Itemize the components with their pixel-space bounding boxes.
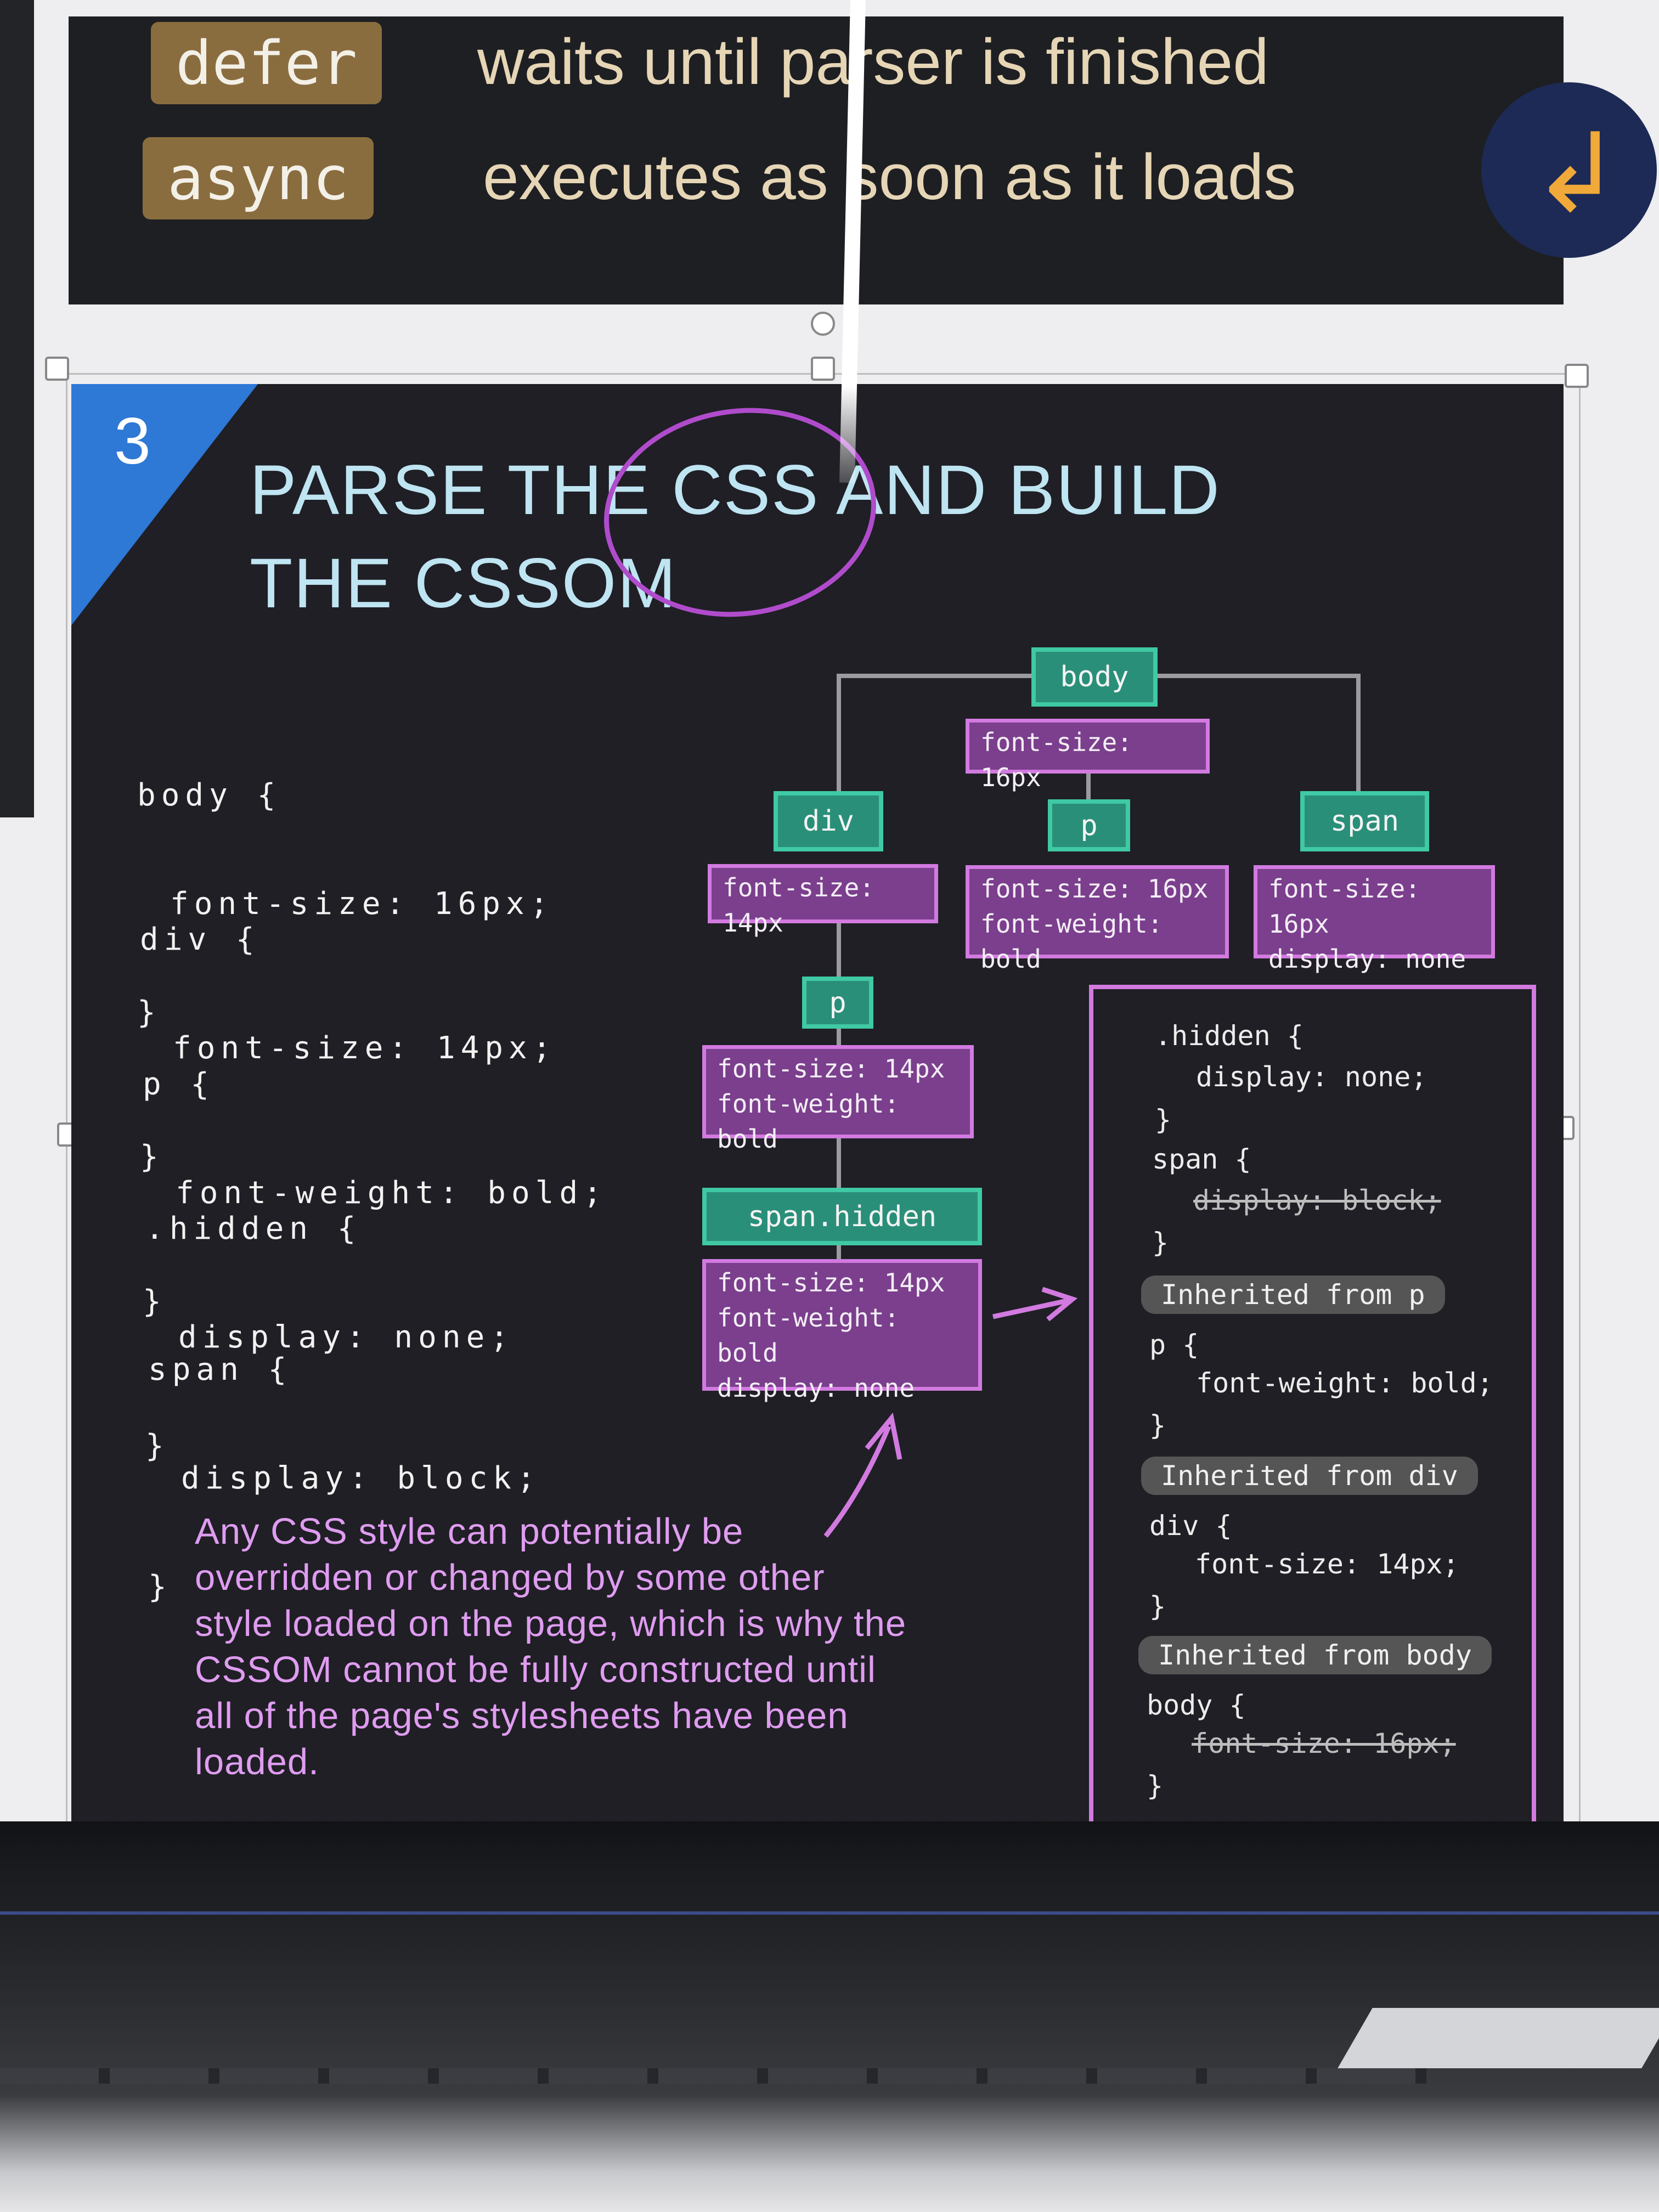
panel-body-rule: body { — [1147, 1689, 1246, 1721]
note-line: overridden or changed by some other — [195, 1557, 825, 1598]
tree-connector — [837, 922, 841, 977]
tree-node-p-child: p — [802, 977, 873, 1029]
code-selector: body { — [137, 777, 281, 813]
prop-line: display: none — [1268, 944, 1466, 974]
cssom-note-paragraph: Any CSS style can potentially be overrid… — [195, 1509, 906, 1785]
assistant-avatar-button[interactable] — [1481, 82, 1657, 258]
prop-line: font-size: 14px — [723, 873, 874, 938]
slide-title-line2: THE CSSOM — [250, 544, 677, 623]
css-code-div: div { font-size: 14px; } — [140, 849, 556, 1211]
arrow-up-icon — [823, 1425, 891, 1538]
tree-props-p: font-size: 16px font-weight: bold — [966, 865, 1229, 974]
tree-node-span: span — [1300, 791, 1429, 851]
code-close: } — [145, 1428, 170, 1464]
code-declaration: display: none; — [178, 1319, 515, 1355]
note-line: Any CSS style can potentially be — [195, 1511, 744, 1552]
note-line: CSSOM cannot be fully constructed until — [195, 1649, 876, 1690]
arrows-annotation — [823, 1286, 1078, 1538]
panel-body-decl-overridden: font-size: 16px; — [1192, 1728, 1456, 1759]
defer-keyword-tag: defer — [151, 22, 382, 104]
prop-line: font-size: 14px — [717, 1054, 945, 1084]
code-declaration: font-size: 14px; — [173, 1030, 557, 1066]
slide-number: 3 — [114, 404, 151, 478]
tree-connector — [837, 674, 841, 800]
tree-props-div: font-size: 14px — [708, 864, 938, 938]
code-declaration: font-size: 16px; — [170, 886, 554, 922]
panel-p-rule: p { — [1149, 1329, 1199, 1361]
note-line: loaded. — [195, 1741, 319, 1782]
panel-close: } — [1155, 1104, 1172, 1136]
code-close: } — [137, 995, 161, 1030]
screen-edge-line — [0, 1911, 1659, 1915]
panel-div-decl: font-size: 14px; — [1195, 1548, 1459, 1580]
prop-line: font-size: 16px — [980, 727, 1132, 792]
panel-close: } — [1152, 1227, 1169, 1259]
prop-line: font-size: 16px — [1268, 874, 1420, 939]
code-selector: span { — [148, 1352, 292, 1387]
arrow-up-head-icon — [865, 1412, 902, 1460]
async-description: executes as soon as it loads — [483, 141, 1296, 213]
prop-line: font-size: 14px — [717, 1268, 945, 1297]
left-window-edge — [0, 0, 34, 817]
inherited-from-div-badge: Inherited from div — [1141, 1457, 1478, 1495]
tree-connector — [1356, 674, 1361, 800]
panel-close: } — [1147, 1770, 1164, 1802]
code-selector: div { — [140, 922, 260, 957]
note-line: style loaded on the page, which is why t… — [195, 1603, 907, 1644]
laptop-hinge — [0, 2068, 1426, 2084]
panel-close: } — [1149, 1590, 1166, 1622]
laptop-hinge-corner — [1338, 2008, 1659, 2068]
tree-node-div: div — [774, 791, 883, 851]
prop-line: font-weight: bold — [980, 909, 1163, 974]
prop-line: font-size: 16px — [980, 874, 1209, 904]
code-selector: p { — [143, 1066, 215, 1102]
hook-arrow-icon: ↲ — [1531, 110, 1623, 238]
tree-props-span-hidden: font-size: 14px font-weight: bold displa… — [702, 1259, 982, 1403]
panel-p-decl: font-weight: bold; — [1196, 1367, 1493, 1399]
tree-connector — [837, 1240, 841, 1262]
resize-handle-top-right[interactable] — [1565, 364, 1589, 388]
code-close: } — [140, 1139, 164, 1175]
tree-connector — [1086, 768, 1091, 801]
tree-node-body: body — [1031, 647, 1158, 707]
panel-span-decl-overridden: display: block; — [1193, 1184, 1441, 1216]
panel-hidden-decl: display: none; — [1196, 1061, 1427, 1093]
code-close: } — [148, 1569, 172, 1605]
panel-span-rule: span { — [1152, 1143, 1251, 1175]
css-code-p: p { font-weight: bold; } — [143, 994, 607, 1356]
arrow-right-icon — [992, 1297, 1070, 1319]
note-line: all of the page's stylesheets have been — [195, 1695, 849, 1736]
arrow-right-head-icon — [1041, 1286, 1078, 1322]
tree-props-span: font-size: 16px display: none — [1254, 865, 1495, 974]
tree-node-p: p — [1048, 799, 1130, 851]
tree-node-span-hidden: span.hidden — [702, 1188, 982, 1245]
css-code-hidden: .hidden { display: none; } — [145, 1138, 514, 1500]
tree-props-p-child: font-size: 14px font-weight: bold — [702, 1045, 974, 1154]
panel-div-rule: div { — [1149, 1510, 1232, 1542]
css-code-span: span { display: block; } — [148, 1279, 541, 1641]
resize-handle-top-left[interactable] — [45, 357, 69, 381]
resize-handle-top[interactable] — [811, 357, 835, 381]
inherited-from-body-badge: Inherited from body — [1138, 1636, 1492, 1674]
tree-props-body: font-size: 16px — [966, 719, 1210, 792]
code-declaration: display: block; — [181, 1460, 541, 1496]
prop-line: font-weight: bold — [717, 1089, 900, 1154]
code-close: } — [143, 1284, 167, 1319]
inherited-from-p-badge: Inherited from p — [1141, 1276, 1445, 1314]
defer-description: waits until parser is finished — [477, 26, 1269, 98]
panel-close: } — [1149, 1409, 1166, 1441]
code-declaration: font-weight: bold; — [176, 1175, 607, 1211]
prop-line: font-weight: bold — [717, 1303, 900, 1368]
async-keyword-tag: async — [143, 137, 374, 219]
slide-title-line1: PARSE THE CSS AND BUILD — [250, 451, 1221, 529]
prop-line: display: none — [717, 1373, 915, 1403]
panel-hidden-rule: .hidden { — [1155, 1020, 1304, 1052]
rotate-handle[interactable] — [811, 312, 835, 336]
code-selector: .hidden { — [145, 1211, 362, 1246]
css-code-body: body { font-size: 16px; } — [137, 705, 554, 1067]
